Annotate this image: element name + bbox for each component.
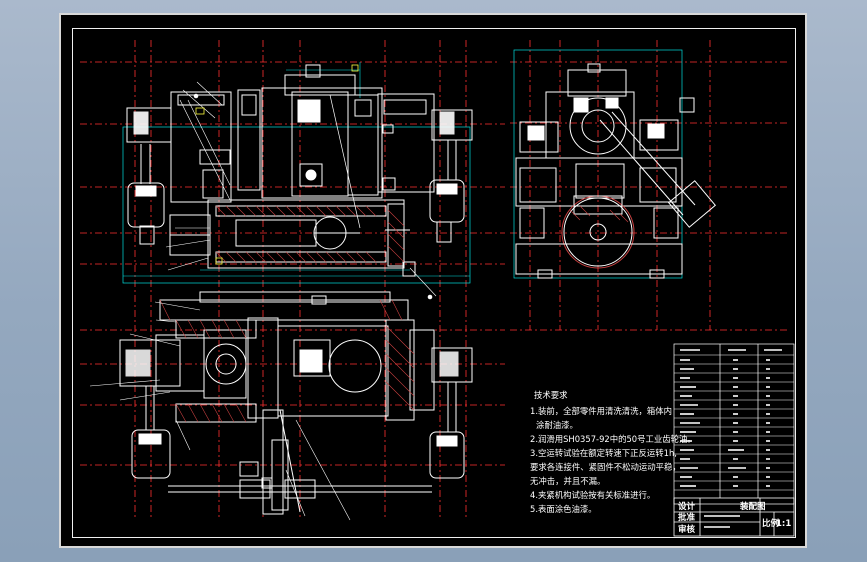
center-lines [80, 40, 790, 520]
leader-lines-top [89, 301, 351, 521]
tech-req-line: 涂耐油漆。 [536, 420, 578, 430]
drawing-title: 装配图 [739, 501, 766, 512]
title-label-approve: 审核 [678, 524, 696, 535]
tech-req-heading: 技术要求 [534, 390, 568, 400]
tech-req-line: 3.空运转试验在额定转速下正反运转1h, [530, 448, 677, 458]
scale-label: 比例 [762, 518, 780, 529]
leader-lines-front [165, 81, 437, 300]
tech-req-line: 1.装前，全部零件用清洗清洗，箱体内 [530, 406, 672, 416]
front-view [122, 62, 473, 284]
tech-req-line: 5.表面涂色油漆。 [530, 504, 597, 514]
side-view-hatch [569, 205, 629, 223]
side-view [513, 49, 717, 279]
tech-req-line: 4.夹紧机构试验按有关标准进行。 [530, 490, 655, 500]
yellow-markers [195, 64, 359, 265]
tech-req-line: 无冲击，并且不漏。 [530, 476, 605, 486]
scale-value: 1:1 [776, 519, 791, 529]
technical-requirements: 技术要求 1.装前，全部零件用清洗清洗，箱体内 涂耐油漆。 2.润滑用SH035… [530, 390, 696, 514]
section-hatching [215, 205, 405, 263]
title-label-design: 设计 [678, 501, 696, 512]
title-label-review: 批准 [678, 512, 696, 523]
top-view [119, 291, 473, 515]
tech-req-line: 2.润滑用SH0357-92中的50号工业齿轮油。 [530, 434, 696, 444]
tech-req-line: 要求各连接件、紧固件不松动运动平稳， [530, 462, 681, 472]
title-block [673, 497, 795, 537]
parts-list-table [673, 343, 795, 505]
